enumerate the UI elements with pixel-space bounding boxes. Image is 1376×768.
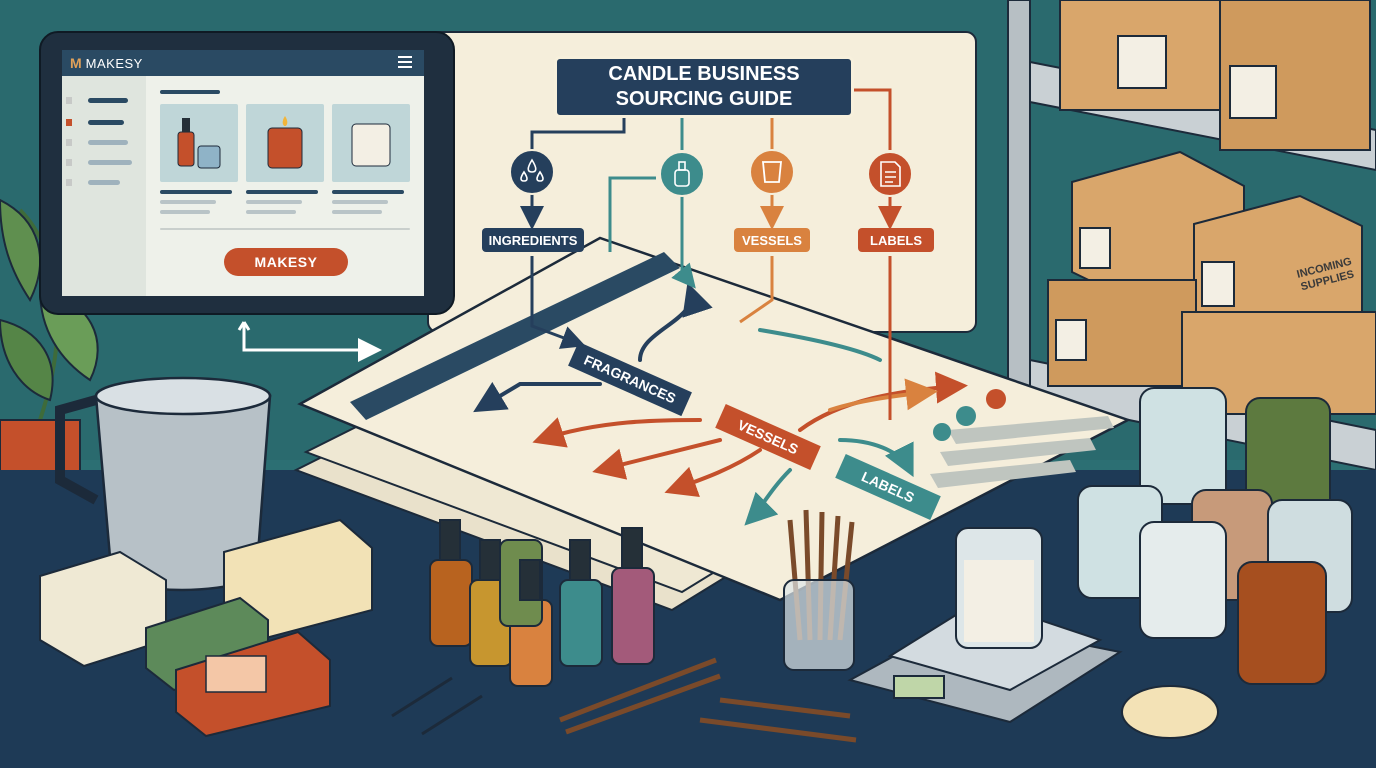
- sidebar-bullet: [66, 179, 72, 186]
- wick-cup: [783, 579, 855, 671]
- sidebar-item-active[interactable]: [88, 120, 124, 125]
- title-line-1: CANDLE BUSINESS: [608, 63, 800, 85]
- cardboard-boxes: [1047, 0, 1376, 415]
- hamburger-menu-icon[interactable]: [398, 56, 412, 68]
- product-desc-line: [332, 210, 382, 214]
- candle-jars: [1077, 387, 1353, 739]
- makesy-logo-icon: M: [70, 55, 82, 71]
- tablet-link-arrow: [242, 322, 382, 362]
- sidebar-bullet: [66, 97, 72, 104]
- dropper-bottles: [429, 519, 655, 687]
- category-ingredients: INGREDIENTS: [482, 228, 584, 252]
- jar-icon: [749, 149, 795, 195]
- tablet-header: M MAKESY: [62, 50, 424, 76]
- sidebar-item[interactable]: [88, 140, 128, 145]
- tablet-screen: M MAKESY MAKESY: [62, 50, 424, 296]
- product-title-line: [246, 190, 318, 194]
- category-labels: LABELS: [858, 228, 934, 252]
- sidebar-bullet: [66, 159, 72, 166]
- product-desc-line: [332, 200, 388, 204]
- sidebar-item[interactable]: [88, 160, 132, 165]
- title-line-2: SOURCING GUIDE: [615, 88, 793, 110]
- dropper-bottle-icon: [177, 118, 221, 169]
- spray-bottle-icon: [659, 151, 705, 197]
- document-icon: [867, 151, 913, 197]
- diagram-title: CANDLE BUSINESS SOURCING GUIDE: [554, 56, 854, 118]
- section-heading-line: [160, 90, 220, 94]
- sidebar-item[interactable]: [88, 180, 120, 185]
- brand-name: MAKESY: [85, 55, 143, 71]
- pipette-droppers: [391, 676, 483, 736]
- product-card-candle-amber[interactable]: [246, 104, 324, 182]
- product-desc-line: [160, 200, 216, 204]
- product-desc-line: [160, 210, 210, 214]
- divider: [160, 228, 410, 230]
- soap-blocks: [39, 518, 373, 738]
- product-card-bottles[interactable]: [160, 104, 238, 182]
- product-desc-line: [246, 200, 302, 204]
- sidebar-bullet: [66, 139, 72, 146]
- glass-jar-icon: [351, 123, 391, 167]
- makesy-button[interactable]: MAKESY: [224, 248, 348, 276]
- category-vessels: VESSELS: [734, 228, 810, 252]
- measuring-pitcher: [55, 376, 272, 592]
- droplets-icon: [509, 149, 555, 195]
- diagram-connectors: [520, 88, 902, 420]
- tablet-sidebar: [62, 76, 146, 296]
- amber-candle-icon: [267, 116, 303, 169]
- sidebar-item[interactable]: [88, 98, 128, 103]
- product-card-glass-jar[interactable]: [332, 104, 410, 182]
- sidebar-bullet-active: [66, 119, 72, 126]
- document-flow-arrows: [473, 282, 968, 526]
- product-title-line: [160, 190, 232, 194]
- product-title-line: [332, 190, 404, 194]
- product-desc-line: [246, 210, 296, 214]
